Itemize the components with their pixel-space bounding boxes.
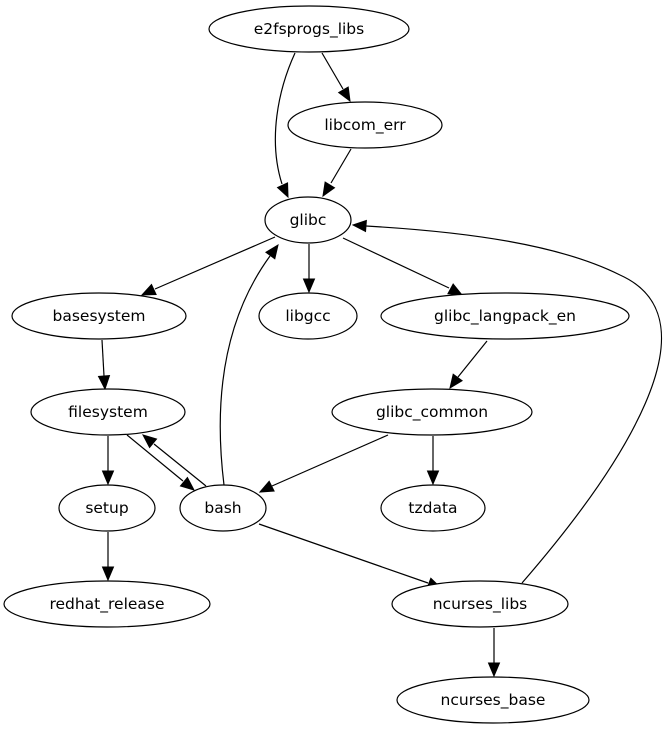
arrowhead-icon [101, 566, 115, 582]
edge-line [330, 148, 352, 184]
node-glibc-langpack-en[interactable]: glibc_langpack_en [380, 292, 630, 340]
edge-filesystem-to-setup [101, 436, 115, 486]
node-setup[interactable]: setup [58, 484, 156, 532]
node-label: libgcc [285, 307, 330, 325]
node-bash[interactable]: bash [179, 484, 267, 532]
edge-line [219, 255, 271, 486]
edge-bash-to-ncurses_libs [258, 523, 443, 589]
edge-glibc-to-glibc_langpack_en [342, 237, 464, 296]
edge-line [365, 225, 663, 584]
node-label: ncurses_base [441, 691, 546, 710]
arrowhead-icon [302, 278, 316, 294]
edge-line [457, 340, 488, 378]
edge-line [274, 52, 296, 185]
node-label: glibc_langpack_en [434, 307, 576, 326]
edge-bash-to-glibc [219, 243, 279, 486]
node-shape [208, 5, 410, 53]
edge-glibc_common-to-tzdata [426, 436, 440, 486]
node-shape [3, 580, 211, 628]
node-shape [396, 676, 590, 724]
edge-line [271, 434, 389, 487]
node-shape [11, 292, 187, 340]
edge-line [101, 339, 105, 377]
node-ncurses-base[interactable]: ncurses_base [396, 676, 590, 724]
arrowhead-icon [276, 182, 289, 199]
arrowhead-icon [322, 181, 336, 198]
node-shape [380, 292, 630, 340]
node-shape [30, 388, 186, 436]
node-label: ncurses_libs [433, 595, 528, 614]
node-label: libcom_err [324, 116, 406, 135]
node-redhat-release[interactable]: redhat_release [3, 580, 211, 628]
edge-glibc-to-basesystem [140, 236, 276, 296]
edge-ncurses_libs-to-glibc [351, 219, 663, 584]
node-label: redhat_release [49, 595, 164, 614]
node-label: setup [85, 499, 128, 517]
node-glibc[interactable]: glibc [264, 196, 352, 244]
node-shape [179, 484, 267, 532]
arrowhead-icon [449, 373, 463, 390]
node-label: bash [204, 499, 241, 517]
node-basesystem[interactable]: basesystem [11, 292, 187, 340]
node-filesystem[interactable]: filesystem [30, 388, 186, 436]
arrowhead-icon [140, 283, 157, 296]
node-tzdata[interactable]: tzdata [380, 484, 486, 532]
edges-layer [97, 52, 663, 678]
edge-line [154, 236, 276, 290]
node-ncurses-libs[interactable]: ncurses_libs [391, 580, 569, 628]
node-shape [331, 388, 533, 436]
arrowhead-icon [351, 219, 367, 233]
edge-basesystem-to-filesystem [97, 339, 111, 391]
node-label: e2fsprogs_libs [254, 20, 364, 39]
edge-bash-to-filesystem [142, 434, 207, 487]
node-shape [264, 196, 352, 244]
arrowhead-icon [337, 86, 351, 103]
arrowhead-icon [487, 662, 501, 678]
edge-line [258, 523, 429, 584]
edge-e2fsprogs_libs-to-libcom_err [321, 52, 351, 103]
node-label: basesystem [53, 307, 146, 325]
node-shape [287, 101, 443, 149]
edge-line [153, 443, 207, 487]
arrowhead-icon [426, 470, 440, 486]
edge-ncurses_libs-to-ncurses_base [487, 628, 501, 678]
edge-libcom_err-to-glibc [322, 148, 352, 198]
arrowhead-icon [447, 283, 464, 296]
arrowhead-icon [265, 243, 279, 260]
edge-line [321, 52, 344, 90]
edge-setup-to-redhat_release [101, 532, 115, 582]
arrowhead-icon [101, 470, 115, 486]
node-shape [391, 580, 569, 628]
edge-glibc_langpack_en-to-glibc_common [449, 340, 488, 390]
node-e2fsprogs-libs[interactable]: e2fsprogs_libs [208, 5, 410, 53]
edge-glibc_common-to-bash [258, 434, 389, 493]
node-libcom-err[interactable]: libcom_err [287, 101, 443, 149]
edge-line [342, 237, 450, 289]
node-label: glibc [290, 211, 327, 229]
node-shape [58, 484, 156, 532]
arrowhead-icon [142, 434, 158, 449]
arrowhead-icon [179, 476, 195, 491]
node-label: filesystem [68, 403, 148, 421]
edge-glibc-to-libgcc [302, 244, 316, 294]
arrowhead-icon [258, 480, 275, 493]
node-shape [380, 484, 486, 532]
edge-line [126, 434, 184, 482]
edge-e2fsprogs_libs-to-glibc [274, 52, 296, 199]
node-glibc-common[interactable]: glibc_common [331, 388, 533, 436]
node-label: glibc_common [376, 403, 488, 422]
arrowhead-icon [97, 375, 111, 391]
node-libgcc[interactable]: libgcc [258, 292, 358, 340]
node-shape [258, 292, 358, 340]
edge-filesystem-to-bash [126, 434, 195, 491]
node-label: tzdata [408, 499, 457, 517]
